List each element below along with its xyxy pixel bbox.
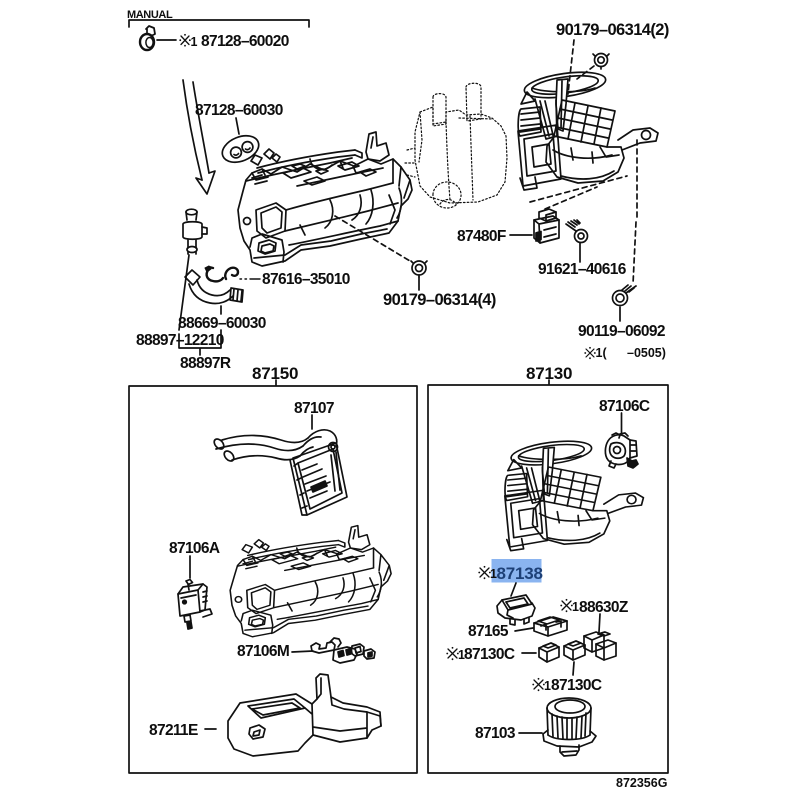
svg-text:1: 1 bbox=[572, 600, 579, 614]
svg-text:87106M: 87106M bbox=[237, 643, 289, 660]
svg-text:87211E: 87211E bbox=[149, 722, 198, 739]
svg-text:87106C: 87106C bbox=[599, 398, 650, 415]
svg-text:90119–06092: 90119–06092 bbox=[578, 323, 665, 340]
svg-text:87165: 87165 bbox=[468, 623, 509, 640]
svg-text:91621–40616: 91621–40616 bbox=[538, 261, 627, 278]
svg-text:87130C: 87130C bbox=[551, 677, 602, 694]
svg-text:–0505): –0505) bbox=[627, 346, 666, 360]
svg-text:90179–06314(4): 90179–06314(4) bbox=[383, 291, 496, 309]
svg-text:MANUAL: MANUAL bbox=[127, 9, 173, 21]
svg-text:90179–06314(2): 90179–06314(2) bbox=[556, 21, 669, 39]
svg-text:87106A: 87106A bbox=[169, 540, 220, 557]
svg-text:872356G: 872356G bbox=[616, 776, 667, 790]
svg-text:87480F: 87480F bbox=[457, 228, 506, 245]
svg-text:87616–35010: 87616–35010 bbox=[262, 271, 350, 288]
svg-text:87103: 87103 bbox=[475, 725, 516, 742]
svg-text:87128–60020: 87128–60020 bbox=[201, 33, 289, 50]
svg-text:87150: 87150 bbox=[252, 364, 298, 383]
svg-text:1: 1 bbox=[490, 567, 497, 581]
svg-text:88669–60030: 88669–60030 bbox=[178, 315, 266, 332]
svg-text:87130C: 87130C bbox=[464, 646, 515, 663]
svg-text:87138: 87138 bbox=[497, 564, 543, 583]
svg-text:1(: 1( bbox=[596, 346, 608, 360]
svg-text:87107: 87107 bbox=[294, 400, 334, 417]
svg-text:88630Z: 88630Z bbox=[579, 599, 629, 616]
svg-text:87130: 87130 bbox=[526, 364, 572, 383]
svg-text:1: 1 bbox=[191, 35, 198, 49]
svg-text:87128–60030: 87128–60030 bbox=[195, 102, 283, 119]
svg-text:88897R: 88897R bbox=[180, 355, 231, 372]
svg-text:88897–12210: 88897–12210 bbox=[136, 332, 224, 349]
svg-text:1: 1 bbox=[544, 679, 551, 693]
svg-text:1: 1 bbox=[458, 648, 465, 662]
